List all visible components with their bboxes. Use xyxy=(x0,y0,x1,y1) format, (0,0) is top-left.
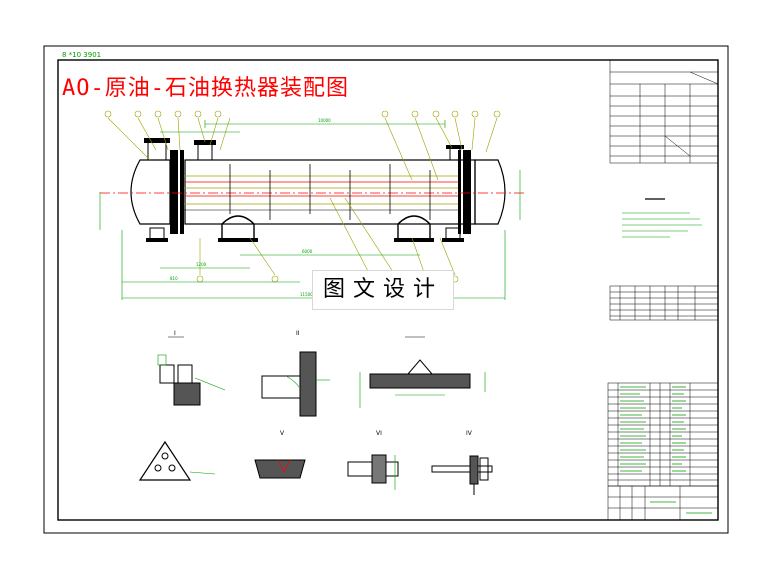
saddle-right xyxy=(397,215,431,241)
detail-view-weld xyxy=(359,336,486,408)
svg-text:10000: 10000 xyxy=(318,118,331,123)
svg-text:11500: 11500 xyxy=(300,292,313,297)
detail-view-I: I xyxy=(157,330,226,406)
detail-view-V: V xyxy=(254,430,306,479)
drawing-title: AO-原油-石油换热器装配图 xyxy=(62,76,349,101)
svg-text:VI: VI xyxy=(376,430,382,437)
left-flange-2 xyxy=(180,150,184,234)
corner-tag: 8 *10 3901 xyxy=(62,51,102,59)
parts-list-entries xyxy=(620,386,686,472)
svg-text:IV: IV xyxy=(466,430,473,437)
svg-text:6000: 6000 xyxy=(302,249,313,254)
outer-border xyxy=(43,45,729,534)
svg-text:V: V xyxy=(280,430,285,437)
shell xyxy=(184,159,476,225)
nozzle-top-left xyxy=(147,141,167,161)
detail-view-tube-layout xyxy=(138,440,216,481)
left-flange xyxy=(170,150,178,234)
svg-text:II: II xyxy=(296,330,300,337)
svg-text:1200: 1200 xyxy=(196,262,207,267)
watermark: 图文设计 xyxy=(312,270,454,310)
exchanger-assembly: 10000 11500 810 1200 6000 xyxy=(99,110,525,300)
title-block xyxy=(607,485,719,521)
right-head xyxy=(474,159,506,225)
right-flange-2 xyxy=(458,150,461,234)
right-flange xyxy=(463,150,471,234)
detail-view-VI: VI xyxy=(347,430,399,490)
left-head xyxy=(130,159,171,225)
parts-list xyxy=(607,382,719,487)
notes-block xyxy=(622,198,702,238)
nozzle-top-2 xyxy=(197,143,213,161)
revision-table xyxy=(609,59,719,164)
saddle-left xyxy=(221,215,255,241)
svg-text:810: 810 xyxy=(170,276,178,281)
nozzle-table xyxy=(609,285,719,321)
detail-view-bolt: IV xyxy=(431,430,493,495)
detail-I-label: I xyxy=(174,330,176,337)
detail-view-II: II xyxy=(261,330,330,417)
